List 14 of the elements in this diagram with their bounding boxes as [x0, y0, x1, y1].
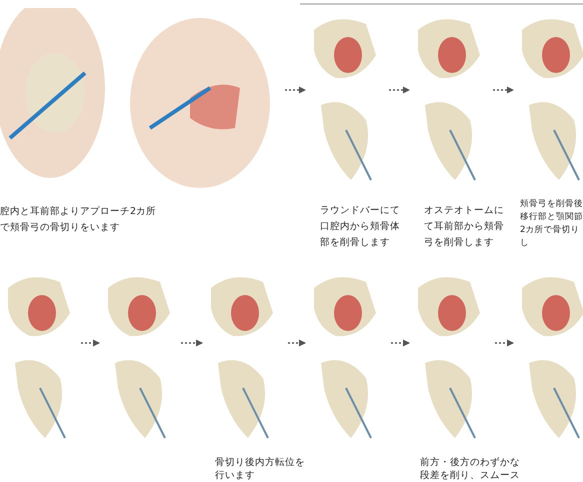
- arrow: [288, 340, 306, 346]
- step-caption: オステオトームにて耳前部から頬骨弓を削骨します: [424, 204, 505, 250]
- step-caption: 腔内と耳前部よりアプローチ2カ所で頬骨弓の骨切りをいます: [0, 205, 158, 235]
- arrow: [493, 86, 514, 94]
- step-caption: 骨切り後内方転位を行います: [215, 456, 305, 482]
- arrow: [285, 86, 306, 94]
- step-caption: 頬骨弓を削骨後移行部と顎関節2カ所で骨切りし: [520, 198, 583, 250]
- arrow: [181, 340, 203, 346]
- step-caption: ラウンドバーにて口腔内から頬骨体部を削骨します: [320, 204, 401, 250]
- arrow: [389, 86, 410, 94]
- step-caption: 前方・後方のわずかな段差を削り、スムース: [420, 456, 520, 482]
- arrow: [81, 340, 100, 346]
- arrow: [495, 340, 514, 346]
- arrow: [391, 340, 410, 346]
